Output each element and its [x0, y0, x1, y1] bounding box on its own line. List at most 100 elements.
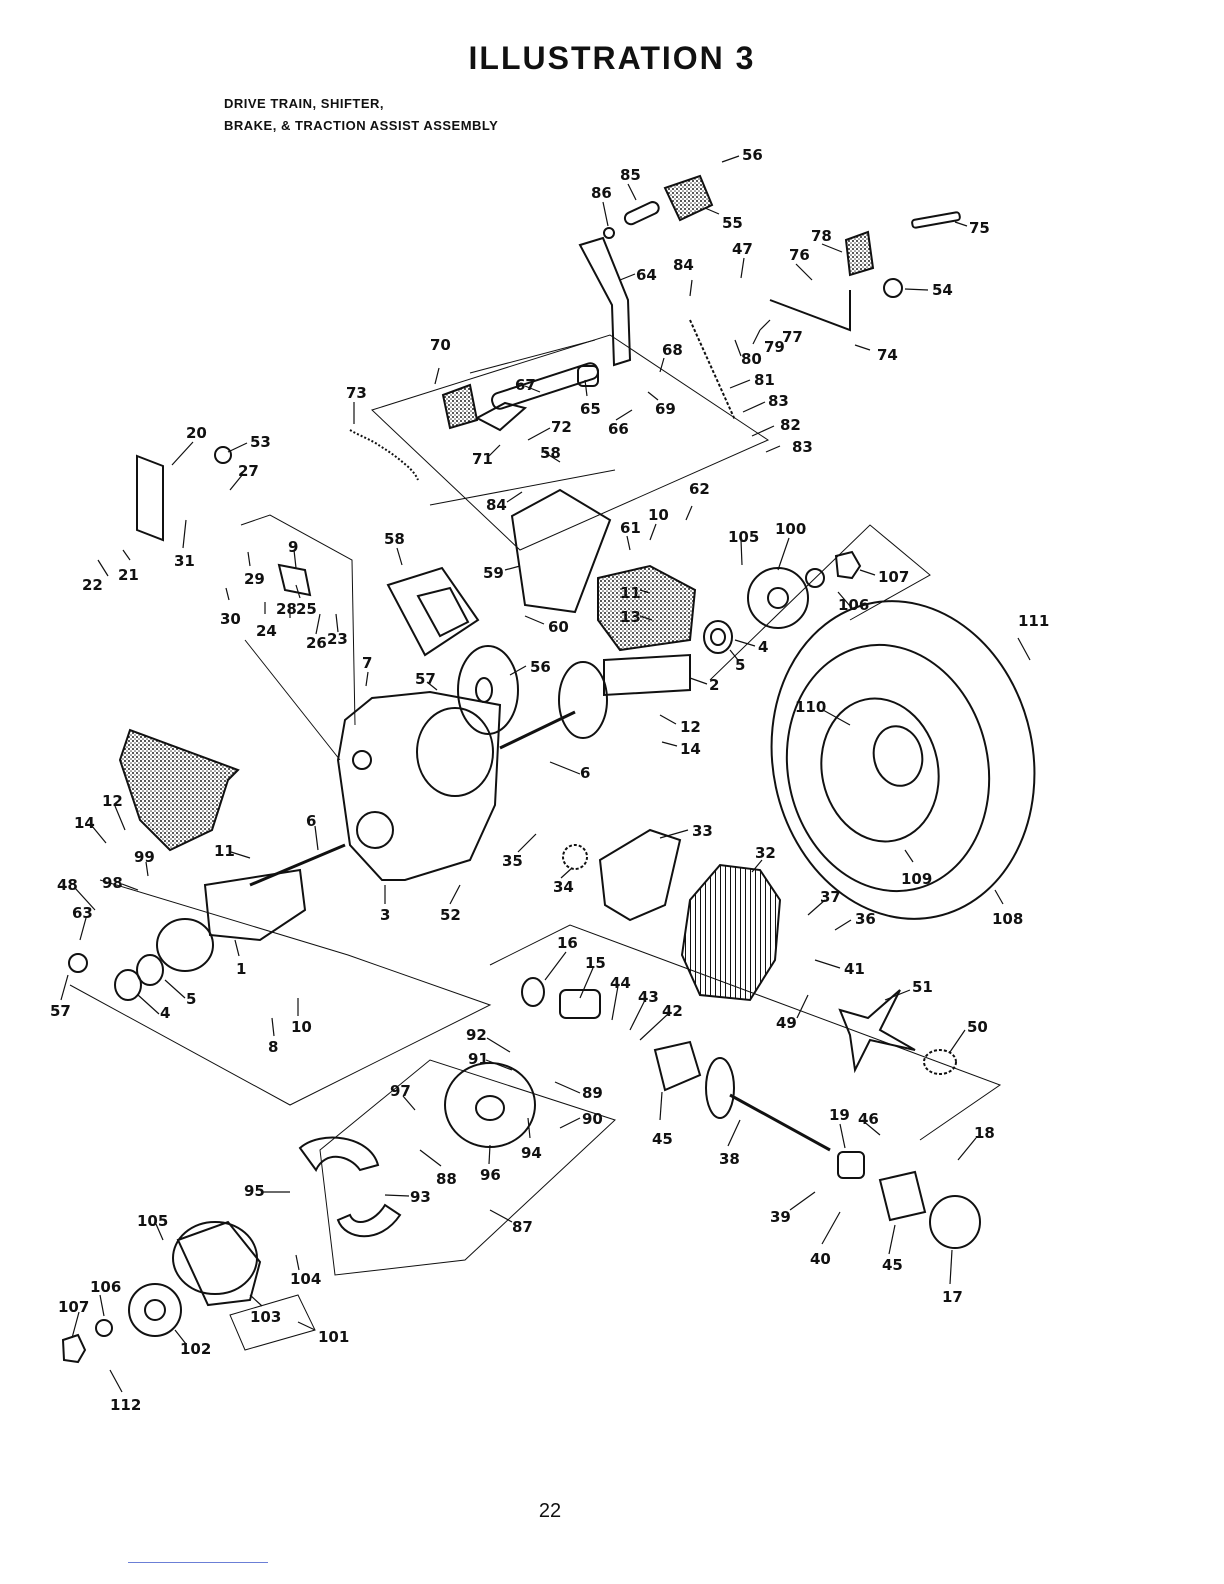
callout-label: 82	[780, 416, 801, 434]
shifter-bracket	[474, 401, 528, 432]
brake-plate	[444, 1062, 536, 1148]
callout-label: 83	[792, 438, 813, 456]
callout-label: 70	[430, 336, 451, 354]
disc-38	[705, 1057, 735, 1119]
callout-label: 86	[591, 184, 612, 202]
callout-label: 40	[810, 1250, 831, 1268]
brake-pedal-pad	[663, 174, 714, 222]
callout-label: 67	[515, 376, 536, 394]
outline-gear-group	[489, 924, 1002, 1141]
callout-label: 24	[256, 622, 277, 640]
callout-label: 97	[390, 1082, 411, 1100]
callout-label: 100	[775, 520, 806, 538]
callout-label: 51	[912, 978, 933, 996]
callout-label: 87	[512, 1218, 533, 1236]
callout-label: 29	[244, 570, 265, 588]
mount-block	[597, 564, 697, 652]
callout-label: 44	[610, 974, 631, 992]
hub-102-center	[144, 1299, 166, 1321]
callout-label: 84	[486, 496, 507, 514]
callout-label: 66	[608, 420, 629, 438]
callout-label: 103	[250, 1308, 281, 1326]
callout-label: 99	[134, 848, 155, 866]
brake-plate-center	[475, 1095, 505, 1121]
callout-label: 36	[855, 910, 876, 928]
gear-34	[562, 844, 588, 870]
callout-label: 101	[318, 1328, 349, 1346]
knob-53	[214, 446, 232, 464]
callout-label: 16	[557, 934, 578, 952]
wheel-hub-center	[767, 587, 789, 609]
callout-label: 20	[186, 424, 207, 442]
actuator-rod	[769, 290, 851, 332]
shaft-38	[729, 1093, 831, 1152]
housing-bore	[416, 707, 494, 797]
callout-label: 23	[327, 630, 348, 648]
callout-label: 109	[901, 870, 932, 888]
transaxle-housing	[336, 690, 502, 881]
bracket-9	[277, 563, 312, 597]
callout-label: 94	[521, 1144, 542, 1162]
callout-label: 9	[288, 538, 298, 556]
callout-label: 80	[741, 350, 762, 368]
callout-label: 96	[480, 1166, 501, 1184]
callout-label: 106	[838, 596, 869, 614]
return-spring	[349, 429, 419, 481]
callout-label: 45	[652, 1130, 673, 1148]
parts-artwork	[61, 174, 1036, 1364]
callout-label: 88	[436, 1170, 457, 1188]
drive-unit	[680, 863, 782, 1002]
leader-long-2	[244, 639, 341, 761]
callout-label: 2	[709, 676, 719, 694]
footer-rule	[128, 1562, 268, 1563]
callout-label: 33	[692, 822, 713, 840]
callout-label: 19	[829, 1106, 850, 1124]
outline-bracket-group	[240, 514, 356, 726]
callout-label: 105	[137, 1212, 168, 1230]
wheel-rim	[820, 697, 940, 843]
callout-label: 84	[673, 256, 694, 274]
callout-label: 21	[118, 566, 139, 584]
coupler-45a	[653, 1040, 702, 1092]
bearing-5	[136, 954, 164, 986]
callout-label: 85	[620, 166, 641, 184]
callout-label: 48	[57, 876, 78, 894]
callout-label: 26	[306, 634, 327, 652]
callout-label: 75	[969, 219, 990, 237]
outline-axle-group	[69, 879, 492, 1106]
callout-label: 3	[380, 906, 390, 924]
pedal-pin	[623, 201, 660, 226]
brake-shoe-lower	[336, 1203, 402, 1238]
axle-tube	[603, 653, 691, 697]
callout-label: 43	[638, 988, 659, 1006]
callout-label: 47	[732, 240, 753, 258]
callout-label: 35	[502, 852, 523, 870]
callout-label: 31	[174, 552, 195, 570]
callout-label: 62	[689, 480, 710, 498]
callout-label: 77	[782, 328, 803, 346]
band-inner	[416, 586, 470, 638]
callout-label: 13	[620, 608, 641, 626]
callout-label: 1	[236, 960, 246, 978]
callout-label: 12	[680, 718, 701, 736]
callout-label: 4	[758, 638, 768, 656]
callout-label: 112	[110, 1396, 141, 1414]
callout-label: 106	[90, 1278, 121, 1296]
gasket-33	[598, 828, 682, 922]
wheel-hub	[747, 567, 809, 629]
hub-102	[128, 1283, 182, 1337]
callout-label: 37	[820, 888, 841, 906]
callout-label: 53	[250, 433, 271, 451]
callout-label: 28	[276, 600, 297, 618]
sleeve-19	[837, 1151, 865, 1179]
cooling-fan	[838, 989, 916, 1074]
nut-86	[603, 227, 615, 239]
callout-label: 107	[58, 1298, 89, 1316]
callout-label: 6	[580, 764, 590, 782]
callout-label: 111	[1018, 612, 1049, 630]
callout-label: 91	[468, 1050, 489, 1068]
brake-shoe-upper	[298, 1136, 380, 1172]
leader-long-1	[429, 469, 616, 506]
callout-label: 11	[214, 842, 235, 860]
pulley-56-hub	[475, 677, 493, 703]
